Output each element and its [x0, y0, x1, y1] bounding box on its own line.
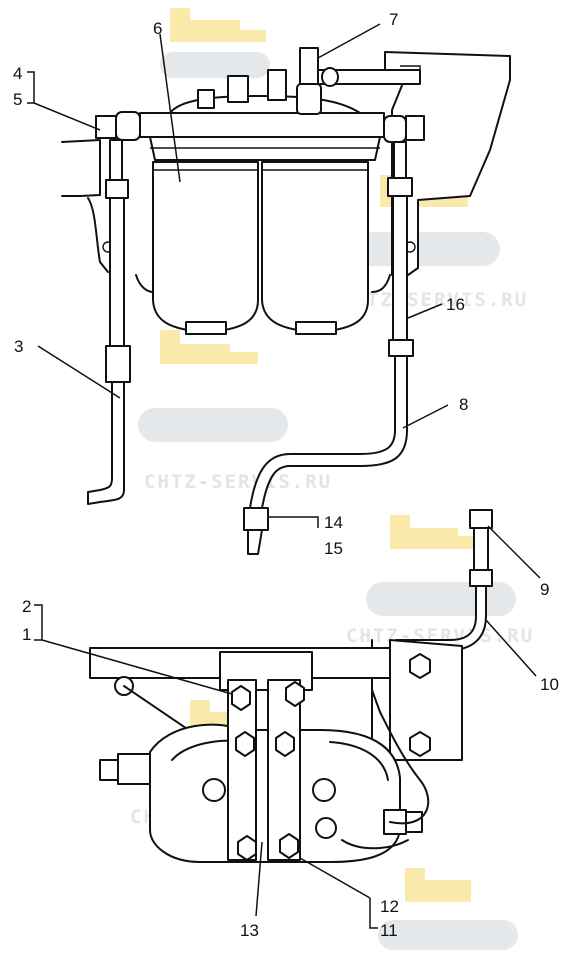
callout-11: 11 — [380, 921, 398, 940]
pipe-end-15 — [247, 529, 263, 555]
pump-plug-left — [202, 778, 226, 802]
filter-bowl-left — [152, 161, 259, 333]
leader-lines — [27, 23, 541, 929]
callout-6: 6 — [153, 19, 162, 38]
top-fitting-right — [267, 69, 287, 101]
hose-10-upper — [473, 527, 489, 571]
banjo-bolt-right — [405, 115, 425, 141]
callouts: 4 5 6 7 3 16 8 14 15 9 10 2 1 12 11 13 — [13, 10, 559, 940]
filter-bowl-right — [261, 161, 369, 333]
top-fitting-left — [197, 89, 215, 109]
overflow-pipe — [317, 69, 421, 85]
callout-12: 12 — [380, 897, 399, 916]
top-filter-assembly — [61, 47, 511, 555]
nipple-9 — [469, 509, 493, 529]
callout-10: 10 — [540, 675, 559, 694]
callout-16: 16 — [446, 295, 465, 314]
banjo-fitting-right — [383, 115, 407, 143]
bolt-11 — [279, 833, 299, 859]
callout-4: 4 — [13, 64, 22, 83]
callout-13: 13 — [240, 921, 259, 940]
hose-nut-left-lower — [105, 345, 131, 383]
callout-2: 2 — [22, 597, 31, 616]
watermark-bulldozer-6 — [378, 868, 518, 950]
inlet-fitting-left — [117, 753, 151, 785]
hose-nut-right-upper — [387, 177, 413, 197]
bolt-1 — [231, 685, 251, 711]
fuel-pipe-3 — [87, 381, 125, 505]
inlet-nut-left — [99, 759, 119, 781]
callout-14: 14 — [324, 513, 343, 532]
pipe-nut-14 — [243, 507, 269, 531]
pump-plug-right — [312, 778, 336, 802]
watermark-bulldozer-3 — [138, 330, 288, 442]
banjo-bolt-left — [95, 115, 117, 139]
callout-5: 5 — [13, 90, 22, 109]
callout-7: 7 — [389, 10, 398, 29]
fuel-hose-left — [109, 197, 125, 347]
hose-nut-right-lower — [388, 339, 414, 357]
callout-8: 8 — [459, 395, 468, 414]
clamp-strap-13 — [227, 679, 257, 861]
watermark-bulldozer-4 — [366, 515, 516, 616]
engine-block-outline — [61, 139, 101, 197]
fuel-hose-16 — [392, 195, 408, 341]
hose-nut-left-upper — [105, 179, 129, 199]
callout-1: 1 — [22, 625, 31, 644]
bottom-pump-assembly — [89, 509, 493, 863]
callout-3: 3 — [14, 337, 23, 356]
mounting-plate-right — [389, 639, 463, 761]
watermark-bulldozer-1 — [160, 8, 270, 78]
watermark-text-3: CHTZ-SERVIS.RU — [144, 471, 332, 493]
pipe-nut-12 — [315, 817, 337, 839]
banjo-fitting-left — [115, 111, 141, 141]
return-pipe-loop — [371, 689, 430, 825]
top-fitting-center — [227, 75, 249, 103]
watermark-text-2: CHTZ-SERVIS.RU — [340, 289, 528, 311]
filter-head — [139, 112, 385, 138]
callout-9: 9 — [540, 580, 549, 599]
callout-15: 15 — [324, 539, 343, 558]
